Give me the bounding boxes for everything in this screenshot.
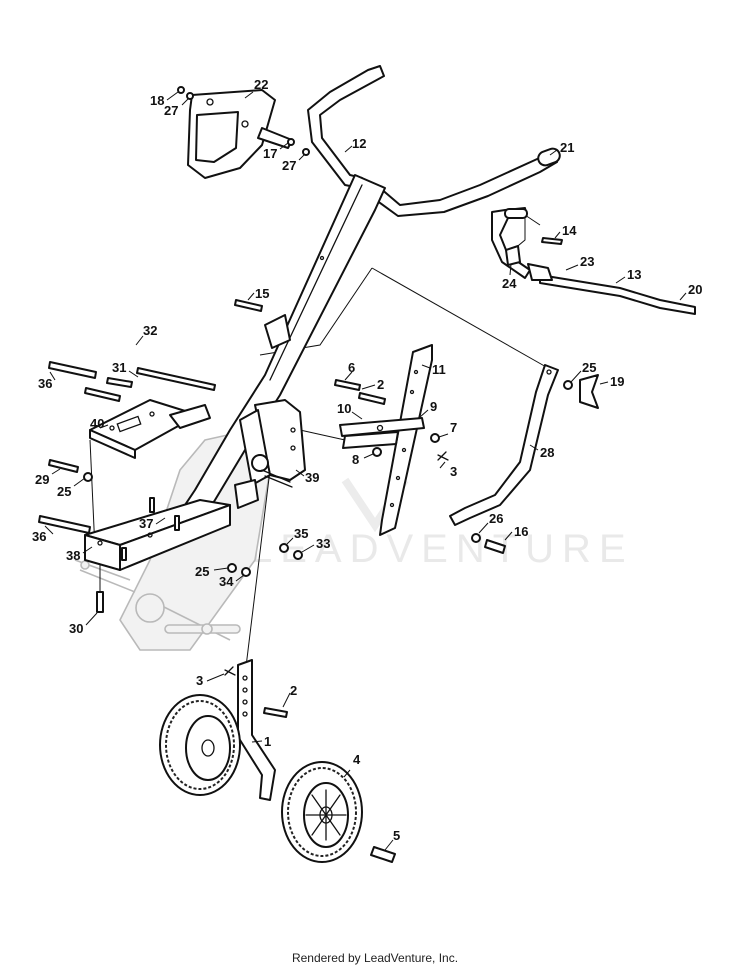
callout-31: 31 xyxy=(112,360,126,375)
callout-34: 34 xyxy=(219,574,234,589)
callout-8: 8 xyxy=(352,452,359,467)
callout-12: 12 xyxy=(352,136,366,151)
watermark-text: LEADVENTURE xyxy=(250,527,634,571)
support-rod-part xyxy=(449,364,559,526)
callout-17: 17 xyxy=(263,146,277,161)
render-credit: Rendered by LeadVenture, Inc. xyxy=(291,951,459,965)
callout-26: 26 xyxy=(489,511,503,526)
callout-24: 24 xyxy=(502,276,517,291)
callout-9: 9 xyxy=(430,399,437,414)
callout-14: 14 xyxy=(562,223,577,238)
callout-3a: 3 xyxy=(450,464,457,479)
callout-5: 5 xyxy=(393,828,400,843)
callout-22: 22 xyxy=(254,77,268,92)
callout-10: 10 xyxy=(337,401,351,416)
fasteners xyxy=(38,86,599,863)
callout-25b: 25 xyxy=(57,484,71,499)
callout-2b: 2 xyxy=(290,683,297,698)
handle-cover-part xyxy=(187,89,293,179)
callout-27a: 27 xyxy=(164,103,178,118)
callout-28: 28 xyxy=(540,445,554,460)
callout-6: 6 xyxy=(348,360,355,375)
callout-4: 4 xyxy=(353,752,361,767)
callout-36b: 36 xyxy=(32,529,46,544)
callout-38: 38 xyxy=(66,548,80,563)
callout-29: 29 xyxy=(35,472,49,487)
callout-3b: 3 xyxy=(196,673,203,688)
callout-25a: 25 xyxy=(582,360,596,375)
callout-36a: 36 xyxy=(38,376,52,391)
callout-37: 37 xyxy=(139,516,153,531)
callout-13: 13 xyxy=(627,267,641,282)
shift-rod-part xyxy=(491,207,696,315)
callout-40: 40 xyxy=(90,416,104,431)
callout-16: 16 xyxy=(514,524,528,539)
callout-35: 35 xyxy=(294,526,308,541)
callout-39: 39 xyxy=(305,470,319,485)
callout-30: 30 xyxy=(69,621,83,636)
callout-23: 23 xyxy=(580,254,594,269)
upper-handle-part xyxy=(307,65,561,217)
callout-7: 7 xyxy=(450,420,457,435)
side-bracket-part xyxy=(234,399,306,509)
callout-2a: 2 xyxy=(377,377,384,392)
wheel-right-part xyxy=(281,761,363,863)
callout-33: 33 xyxy=(316,536,330,551)
callout-11: 11 xyxy=(432,362,446,377)
callout-1: 1 xyxy=(264,734,271,749)
callout-27b: 27 xyxy=(282,158,296,173)
callout-21: 21 xyxy=(560,140,574,155)
callout-19: 19 xyxy=(610,374,624,389)
callout-20: 20 xyxy=(688,282,702,297)
callout-32: 32 xyxy=(143,323,157,338)
mounting-plate-part xyxy=(89,399,211,459)
depth-bar-part xyxy=(339,344,433,536)
callout-25c: 25 xyxy=(195,564,209,579)
wheel-left-part xyxy=(159,694,241,796)
callouts: 1 2 2 3 3 4 5 6 7 8 9 10 11 12 13 14 15 … xyxy=(32,77,702,851)
callout-15: 15 xyxy=(255,286,269,301)
callout-18: 18 xyxy=(150,93,164,108)
